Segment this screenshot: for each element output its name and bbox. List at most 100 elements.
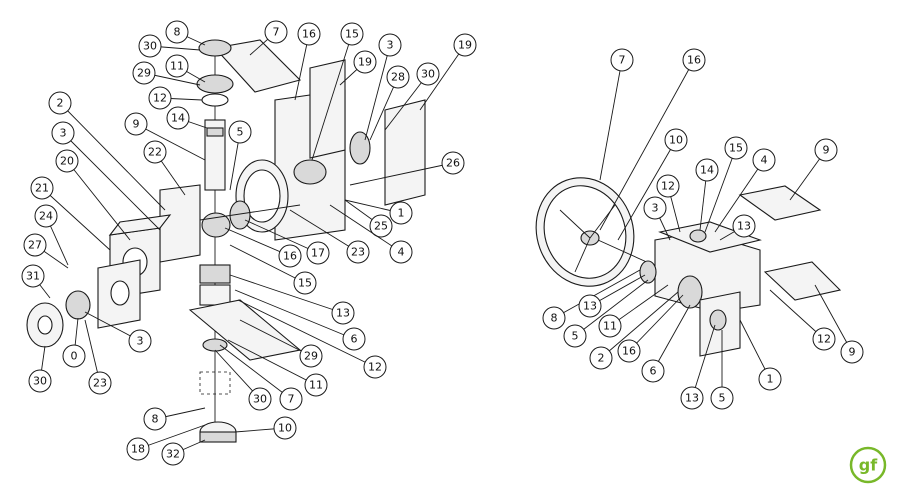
- callout-left-20-label: 20: [60, 155, 74, 168]
- callout-left-43: [248, 387, 272, 411]
- callout-left-24-label: 25: [374, 220, 388, 233]
- logo-text: gf: [859, 456, 878, 475]
- callout-right-16: [617, 339, 641, 363]
- callout-left-39-label: 12: [368, 361, 382, 374]
- callout-left-21: [441, 151, 465, 175]
- callout-left-13-label: 12: [153, 92, 167, 105]
- callout-left-12: [165, 54, 189, 78]
- callout-right-8-label: 9: [823, 144, 830, 157]
- callout-left-20: [55, 149, 79, 173]
- callout-left-5: [378, 33, 402, 57]
- right-assembled-view: [535, 177, 842, 357]
- callout-left-32: [293, 271, 317, 295]
- callout-left-22-label: 21: [35, 182, 49, 195]
- callout-left-34-label: 3: [137, 335, 144, 348]
- side-plate-19: [384, 99, 426, 206]
- callout-right-2-label: 16: [687, 54, 701, 67]
- assembled-bottom-bearing: [709, 309, 727, 331]
- callout-left-9: [386, 65, 410, 89]
- callout-left-30: [278, 244, 302, 268]
- callout-left-12-label: 11: [170, 60, 184, 73]
- callout-right-19-label: 9: [849, 346, 856, 359]
- callout-right-17-label: 6: [650, 365, 657, 378]
- callout-left-44-label: 8: [152, 413, 159, 426]
- callout-left-23-label: 24: [39, 210, 53, 223]
- callout-left-10: [416, 62, 440, 86]
- callout-left-4: [340, 22, 364, 46]
- collar: [196, 74, 234, 94]
- top-plate: [213, 39, 302, 93]
- side-plate-small: [309, 59, 346, 159]
- callout-right-15-label: 2: [598, 352, 605, 365]
- front-bracket: [159, 184, 201, 263]
- lower-gear: [199, 264, 231, 284]
- callout-left-19: [51, 121, 75, 145]
- callout-left-47-label: 32: [166, 448, 180, 461]
- callout-left-29: [21, 264, 45, 288]
- assembled-plate-upper: [738, 185, 822, 221]
- callout-right-9: [643, 196, 667, 220]
- callout-left-38-label: 6: [351, 333, 358, 346]
- callout-left-11: [132, 61, 156, 85]
- callout-left-5-label: 3: [387, 39, 394, 52]
- callout-left-34: [128, 329, 152, 353]
- callout-left-2-label: 7: [273, 26, 280, 39]
- horizontal-bearing: [229, 200, 251, 230]
- callout-left-28: [389, 240, 413, 264]
- callout-left-25: [389, 201, 413, 225]
- callout-left-6: [353, 50, 377, 74]
- callout-left-16: [228, 120, 252, 144]
- callout-right-21-label: 5: [719, 392, 726, 405]
- callout-left-37-label: 30: [33, 375, 47, 388]
- lower-housing: [199, 284, 231, 306]
- left-exploded-view: [26, 39, 426, 443]
- gf-logo: gf: [849, 446, 887, 484]
- callout-right-13: [563, 324, 587, 348]
- callout-left-26: [23, 233, 47, 257]
- callout-right-4-label: 15: [729, 142, 743, 155]
- wheel-spoke-3: [574, 237, 591, 273]
- callout-right-10: [732, 214, 756, 238]
- assembled-plate-lower: [763, 261, 842, 301]
- callout-right-19: [840, 340, 864, 364]
- motor-block-top: [108, 214, 172, 236]
- callout-right-11: [542, 306, 566, 330]
- bearing-15: [293, 159, 327, 185]
- callout-right-9-label: 3: [652, 202, 659, 215]
- callout-left-27: [346, 240, 370, 264]
- callout-left-36-label: 23: [93, 377, 107, 390]
- callout-right-3: [664, 128, 688, 152]
- callout-left-45-label: 10: [278, 422, 292, 435]
- callout-left-6-label: 19: [358, 56, 372, 69]
- shaft-collar: [206, 127, 224, 137]
- logo-ring: [849, 446, 887, 484]
- callout-right-14: [598, 314, 622, 338]
- callout-right-3-label: 10: [669, 134, 683, 147]
- callout-right-14-label: 11: [603, 320, 617, 333]
- callout-left-27-label: 23: [351, 246, 365, 259]
- callout-left-41-label: 11: [309, 379, 323, 392]
- callout-left-36: [88, 371, 112, 395]
- central-hub: [201, 212, 231, 238]
- callout-left-22: [30, 176, 54, 200]
- callout-right-7: [752, 148, 776, 172]
- callout-left-42-label: 7: [288, 393, 295, 406]
- callout-right-17: [641, 359, 665, 383]
- callout-right-22: [758, 367, 782, 391]
- callout-left-8-label: 19: [458, 39, 472, 52]
- assembled-gear: [677, 275, 703, 309]
- assembled-top-bearing: [689, 229, 707, 243]
- callout-left-40-label: 29: [304, 350, 318, 363]
- callout-right-22-label: 1: [767, 373, 774, 386]
- callout-left-35: [62, 344, 86, 368]
- bottom-gear-teeth: [199, 431, 237, 443]
- callout-right-16-label: 16: [622, 345, 636, 358]
- bottom-plate: [188, 299, 302, 361]
- callout-left-14: [48, 91, 72, 115]
- callout-left-14-label: 2: [57, 97, 64, 110]
- callout-left-46: [126, 437, 150, 461]
- callout-left-18: [143, 140, 167, 164]
- callout-left-16-label: 5: [237, 126, 244, 139]
- top-bearing-cap: [198, 39, 232, 57]
- callout-left-25-label: 1: [398, 207, 405, 220]
